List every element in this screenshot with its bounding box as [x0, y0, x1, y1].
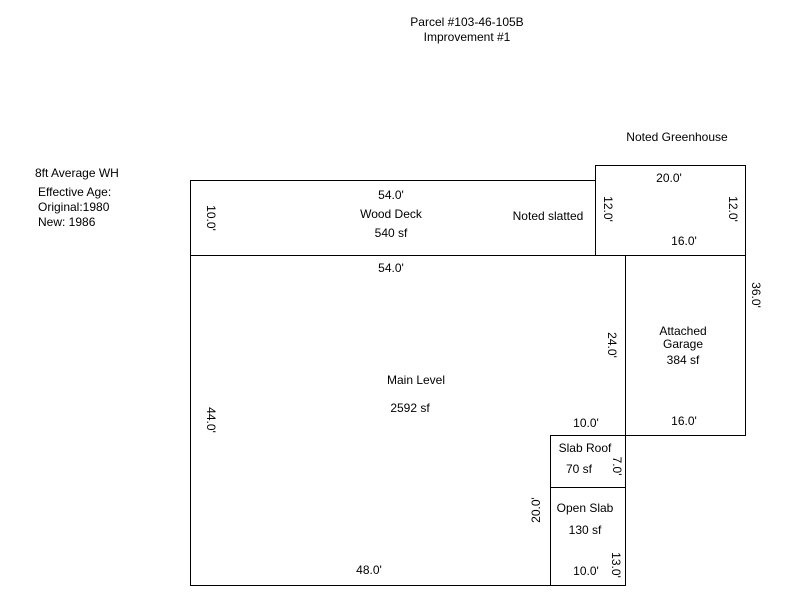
dim-garage-right: 36.0': [749, 282, 763, 308]
open-slab-outline: [550, 487, 626, 586]
dim-deck-top: 54.0': [378, 188, 404, 202]
dim-slab-top: 10.0': [573, 416, 599, 430]
main-level-label: Main Level: [387, 373, 445, 387]
open-slab-area: 130 sf: [569, 523, 602, 537]
parcel-number: Parcel #103-46-105B: [410, 15, 523, 29]
dim-greenhouse-top: 20.0': [656, 171, 682, 185]
dim-greenhouse-right: 12.0': [726, 196, 740, 222]
dim-garage-bottom: 16.0': [671, 414, 697, 428]
dim-garage-left: 24.0': [605, 332, 619, 358]
original-year: Original:1980: [38, 200, 110, 214]
garage-outline: [625, 255, 746, 436]
dim-slab-roof-right: 7.0': [610, 457, 624, 476]
dim-greenhouse-bottom: 16.0': [671, 234, 697, 248]
garage-area: 384 sf: [667, 353, 700, 367]
dim-slab-left: 20.0': [529, 497, 543, 523]
new-year: New: 1986: [38, 215, 96, 229]
main-level-outline: [190, 255, 626, 586]
dim-open-slab-right: 13.0': [609, 552, 623, 578]
main-level-area: 2592 sf: [390, 401, 430, 415]
open-slab-label: Open Slab: [557, 501, 614, 515]
slab-roof-label: Slab Roof: [559, 441, 612, 455]
greenhouse-label: Noted Greenhouse: [626, 130, 728, 144]
dim-main-left: 44.0': [204, 407, 218, 433]
dim-main-bottom: 48.0': [356, 563, 382, 577]
slab-roof-area: 70 sf: [566, 462, 593, 476]
garage-label-line1: Attached: [659, 324, 706, 338]
wood-deck-area: 540 sf: [375, 226, 408, 240]
dim-open-slab-bottom: 10.0': [573, 564, 599, 578]
garage-label-line2: Garage: [663, 337, 703, 351]
dim-main-top: 54.0': [378, 261, 404, 275]
dim-deck-left: 10.0': [204, 205, 218, 231]
wood-deck-note: Noted slatted: [513, 209, 584, 223]
effective-age-label: Effective Age:: [38, 185, 111, 199]
wood-deck-label: Wood Deck: [360, 207, 423, 221]
improvement-number: Improvement #1: [424, 30, 511, 44]
wall-height-note: 8ft Average WH: [35, 166, 119, 180]
dim-greenhouse-left: 12.0': [601, 196, 615, 222]
